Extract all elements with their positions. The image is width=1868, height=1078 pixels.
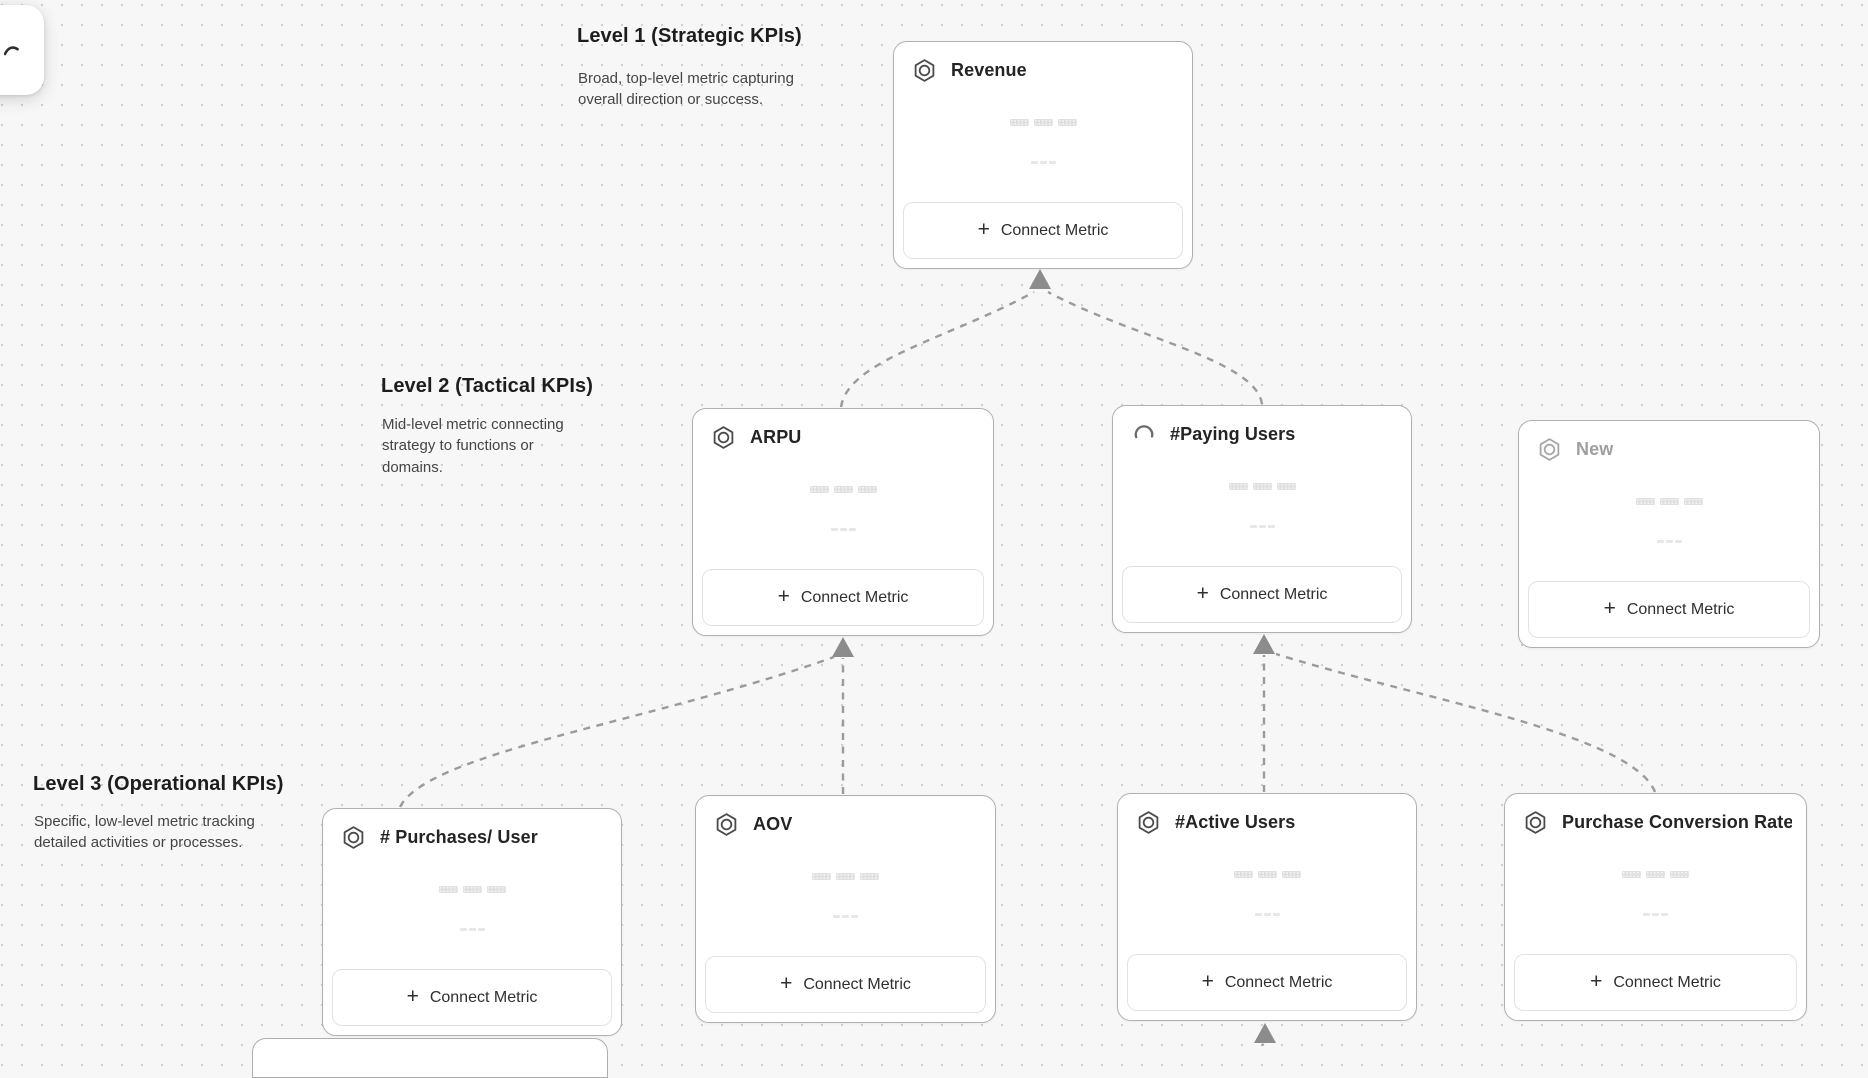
hexagon-metric-icon [710,424,737,451]
connect-metric-button[interactable]: + Connect Metric [702,569,984,626]
connect-metric-label: Connect Metric [429,988,538,1006]
metric-card-purchases-per-user[interactable]: # Purchases/ User + Connect Metric [322,808,622,1036]
metric-preview-placeholder [696,873,995,880]
metric-preview-placeholder [693,486,993,493]
hexagon-metric-icon [713,811,740,838]
metric-preview-placeholder [1505,871,1806,878]
level-3-heading: Level 3 (Operational KPIs) [33,773,284,795]
connect-metric-label: Connect Metric [1219,585,1328,603]
metric-card-title: ARPU [750,427,802,447]
metric-preview-placeholder [1113,483,1411,490]
metric-preview-placeholder [1113,525,1411,528]
metric-preview-placeholder [894,161,1192,164]
hexagon-metric-icon [911,57,938,84]
metric-preview-placeholder [894,119,1192,126]
plus-icon: + [780,972,793,995]
connect-metric-label: Connect Metric [800,588,909,606]
metric-card-purchase-conversion-rate[interactable]: Purchase Conversion Rate + Connect Metri… [1504,793,1807,1021]
spinner-icon [1130,421,1157,448]
plus-icon: + [1603,597,1616,620]
metric-preview-placeholder [696,915,995,918]
metric-card-title: # Purchases/ User [380,827,538,847]
toolbar-panel[interactable] [0,5,44,95]
metric-card-revenue[interactable]: Revenue + Connect Metric [893,41,1193,269]
metric-card-title: AOV [753,814,793,834]
connect-metric-button[interactable]: + Connect Metric [1528,581,1810,638]
hexagon-metric-icon [1135,809,1162,836]
connector-layer [398,269,1657,1048]
metric-card-paying-users[interactable]: #Paying Users + Connect Metric [1112,405,1412,633]
connector-offscreen-to-active-users [1261,1043,1266,1048]
metric-card-partial[interactable] [252,1038,608,1078]
level-2-description: Mid-level metric connecting strategy to … [382,416,564,476]
metric-preview-placeholder [1118,871,1416,878]
plus-icon: + [1201,970,1214,993]
level-2-heading: Level 2 (Tactical KPIs) [381,375,594,397]
level-3-description: Specific, low-level metric tracking deta… [34,813,255,852]
connector-arpu-to-revenue [839,290,1035,408]
cursor-icon [3,41,22,64]
arrowhead-into-arpu [832,637,854,657]
connector-paying-users-to-revenue [1047,290,1264,405]
metric-card-aov[interactable]: AOV + Connect Metric [695,795,996,1023]
metric-card-new[interactable]: New + Connect Metric [1518,420,1820,648]
arrowhead-into-revenue [1029,269,1051,289]
connect-metric-button[interactable]: + Connect Metric [1122,566,1402,623]
metric-preview-placeholder [323,928,621,931]
metric-card-title: #Paying Users [1170,424,1296,444]
hexagon-metric-icon [340,824,367,851]
metric-card-title: #Active Users [1175,812,1296,832]
plus-icon: + [1590,970,1603,993]
metric-card-arpu[interactable]: ARPU + Connect Metric [692,408,994,636]
metric-card-title: Revenue [951,60,1027,80]
plus-icon: + [977,218,990,241]
metric-card-active-users[interactable]: #Active Users + Connect Metric [1117,793,1417,1021]
arrowhead-into-active-users [1254,1023,1276,1043]
connect-metric-button[interactable]: + Connect Metric [705,956,986,1013]
metric-preview-placeholder [1519,498,1819,505]
hexagon-metric-icon [1522,809,1549,836]
connect-metric-label: Connect Metric [803,975,911,993]
connect-metric-button[interactable]: + Connect Metric [903,202,1183,259]
metric-card-title: Purchase Conversion Rate [1562,812,1792,832]
connect-metric-label: Connect Metric [1224,973,1333,991]
connect-metric-label: Connect Metric [1613,973,1721,991]
plus-icon: + [777,585,790,608]
connector-purchases-to-arpu [398,655,835,808]
connector-pcr-to-paying-users [1275,652,1657,793]
plus-icon: + [406,985,419,1008]
level-1-description: Broad, top-level metric capturing overal… [578,70,794,109]
level-1-heading: Level 1 (Strategic KPIs) [577,25,802,47]
connect-metric-button[interactable]: + Connect Metric [1514,954,1797,1011]
plus-icon: + [1196,582,1209,605]
connect-metric-button[interactable]: + Connect Metric [332,969,612,1026]
connect-metric-button[interactable]: + Connect Metric [1127,954,1407,1011]
metric-preview-placeholder [693,528,993,531]
connect-metric-label: Connect Metric [1000,221,1109,239]
metric-preview-placeholder [1118,913,1416,916]
arrowhead-into-paying-users [1253,634,1275,654]
metric-preview-placeholder [1519,540,1819,543]
metric-card-title: New [1576,439,1614,459]
hexagon-metric-icon [1536,436,1563,463]
metric-preview-placeholder [1505,913,1806,916]
metric-preview-placeholder [323,886,621,893]
connect-metric-label: Connect Metric [1626,600,1735,618]
